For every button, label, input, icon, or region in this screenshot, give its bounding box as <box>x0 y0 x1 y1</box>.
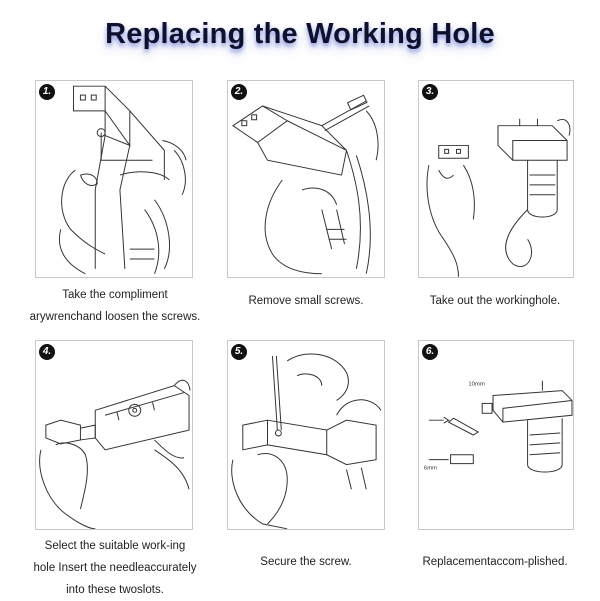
working-hole-removed-drawing <box>426 118 571 277</box>
dimension-label-6mm: 6mm <box>424 466 437 472</box>
caption-line: into these twoslots. <box>66 584 164 596</box>
step-6-illustration: 10mm 6mm 6. <box>418 340 574 530</box>
step-2-illustration: 2. <box>227 80 385 278</box>
step-badge: 6. <box>422 344 438 360</box>
secure-screw-drawing <box>231 353 382 529</box>
step-1-caption: Take the compliment arywrenchand loosen … <box>5 284 225 328</box>
caption-line: Secure the screw. <box>260 556 352 568</box>
assembled-device-drawing: 10mm 6mm <box>424 380 573 473</box>
caption-line: Remove small screws. <box>248 295 364 307</box>
step-badge: 2. <box>231 84 247 100</box>
caption-line: hole Insert the needleaccurately <box>33 562 197 574</box>
step-badge: 3. <box>422 84 438 100</box>
step-badge: 1. <box>39 84 55 100</box>
hand-screwdriver-drawing <box>232 94 379 275</box>
caption-line: Take out the workinghole. <box>429 295 561 307</box>
step-2-caption: Remove small screws. <box>197 290 415 312</box>
hand-wrench-drawing <box>59 85 187 275</box>
step-3-illustration: 3. <box>418 80 574 278</box>
caption-line: arywrenchand loosen the screws. <box>29 311 201 323</box>
dimension-label-10mm: 10mm <box>468 382 484 388</box>
step-1-illustration: 1. <box>35 80 193 278</box>
caption-line: Take the compliment <box>62 289 168 301</box>
step-5-illustration: 5. <box>227 340 385 530</box>
step-3-caption: Take out the workinghole. <box>395 290 595 312</box>
step-4-caption: Select the suitable work-ing hole Insert… <box>5 535 225 601</box>
caption-line: Replacementaccom-plished. <box>422 556 568 568</box>
step-badge: 4. <box>39 344 55 360</box>
caption-line: Select the suitable work-ing <box>44 540 186 552</box>
step-6-caption: Replacementaccom-plished. <box>395 551 595 573</box>
insert-needle-drawing <box>39 379 191 529</box>
step-4-illustration: 4. <box>35 340 193 530</box>
step-badge: 5. <box>231 344 247 360</box>
page-title: Replacing the Working Hole <box>105 18 495 50</box>
step-5-caption: Secure the screw. <box>197 551 415 573</box>
